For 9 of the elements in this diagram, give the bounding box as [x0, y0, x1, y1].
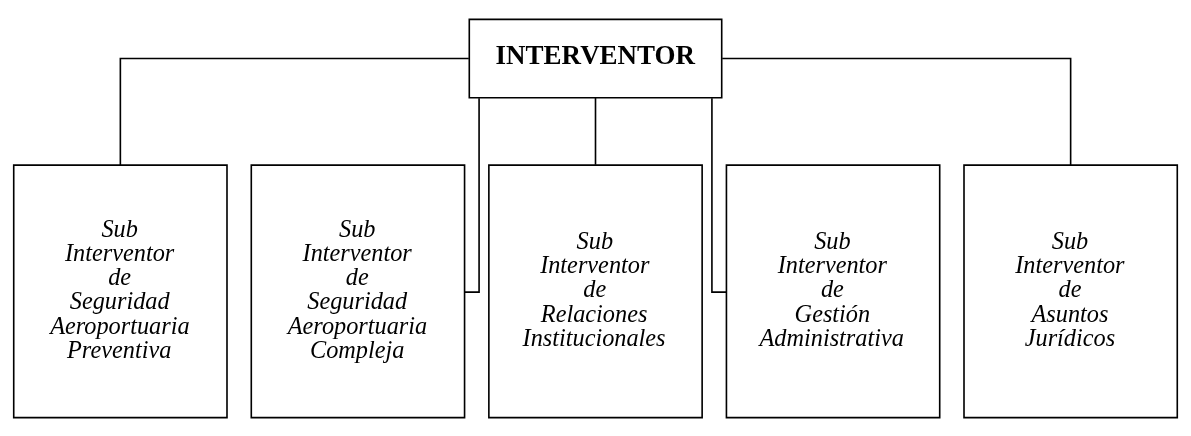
connector [594, 96, 597, 166]
node-box: Sub Interventor de Relaciones Institucionales [488, 163, 703, 418]
node-box: Sub Interventor de Seguridad Aeroportuaria Preventiva [12, 163, 228, 418]
node-box: Sub Interventor de Asuntos Jurídicos [963, 163, 1179, 418]
connector [721, 57, 1072, 166]
node-box: Sub Interventor de Seguridad Aeroportuaria Compleja [250, 163, 466, 418]
node-box: INTERVENTOR [468, 18, 723, 98]
node-box: Sub Interventor de Gestión Administrativa [725, 163, 941, 418]
connector [119, 57, 470, 166]
